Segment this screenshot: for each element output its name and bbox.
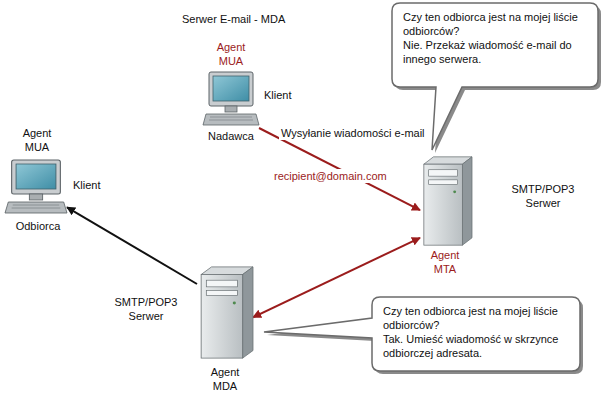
diagram-title: Serwer E-mail - MDA [180,12,287,26]
callout-text: Czy ten odbiorca jest na mojej liście od… [403,10,588,38]
client-label: Klient [264,88,292,102]
computer-icon [5,158,67,216]
callout-bubble: Czy ten odbiorca jest na mojej liście od… [372,297,580,371]
mda-server: SMTP/POP3 SerwerAgent MDA [197,265,253,360]
callout-text-area: Czy ten odbiorca jest na mojej liście od… [372,297,580,366]
callout-text: Czy ten odbiorca jest na mojej liście od… [383,304,570,332]
message-arrow [67,207,197,284]
computer-label: Nadawca [196,129,266,143]
drive-bay [206,280,237,287]
callout-outline [264,297,580,371]
server-side [462,157,472,245]
keyboard-keys [209,117,253,120]
monitor-stand [29,194,42,200]
agent-label: Agent MTA [418,248,472,276]
sender-computer: Agent MUAKlientNadawca [203,70,259,128]
computer-label: Odbiorca [2,219,74,233]
edge-label: Wysyłanie wiadomości e-mail [279,126,427,140]
keyboard [5,202,67,213]
drive-bay [429,170,458,176]
server-side [243,267,253,358]
status-led [453,190,456,193]
client-label: Klient [73,178,101,192]
callout-text-area: Czy ten odbiorca jest na mojej liście od… [392,3,598,72]
keyboard [203,114,259,125]
message-arrow [259,128,420,210]
server-icon [197,265,253,360]
agent-label: Agent MUA [206,40,256,68]
server-label: SMTP/POP3 Serwer [502,182,584,210]
monitor-screen [213,76,249,101]
callout-bubble: Czy ten odbiorca jest na mojej liście od… [392,3,598,87]
server-front [201,275,242,359]
recipient-computer: Agent MUAKlientOdbiorca [5,158,67,216]
monitor-screen [16,164,56,189]
monitor-case [209,72,253,106]
agent-label: Agent MUA [12,126,62,154]
server-label: SMTP/POP3 Serwer [105,295,187,323]
server-icon [420,155,472,247]
keyboard-keys [12,205,61,208]
drive-bay [206,291,237,296]
drive-bay [429,180,458,185]
computer-icon [203,70,259,128]
address-label: recipient@domain.com [272,169,389,183]
monitor-stand [225,106,237,112]
callout-text: Tak. Umieść wiadomość w skrzynce odbiorc… [383,332,570,360]
callout-text: Nie. Przekaż wiadomość e-mail do innego … [403,38,588,66]
mta-server: SMTP/POP3 SerwerAgent MTA [420,155,472,247]
agent-label: Agent MDA [198,365,252,393]
status-led [233,302,236,305]
monitor-case [12,160,61,194]
server-front [424,164,463,245]
